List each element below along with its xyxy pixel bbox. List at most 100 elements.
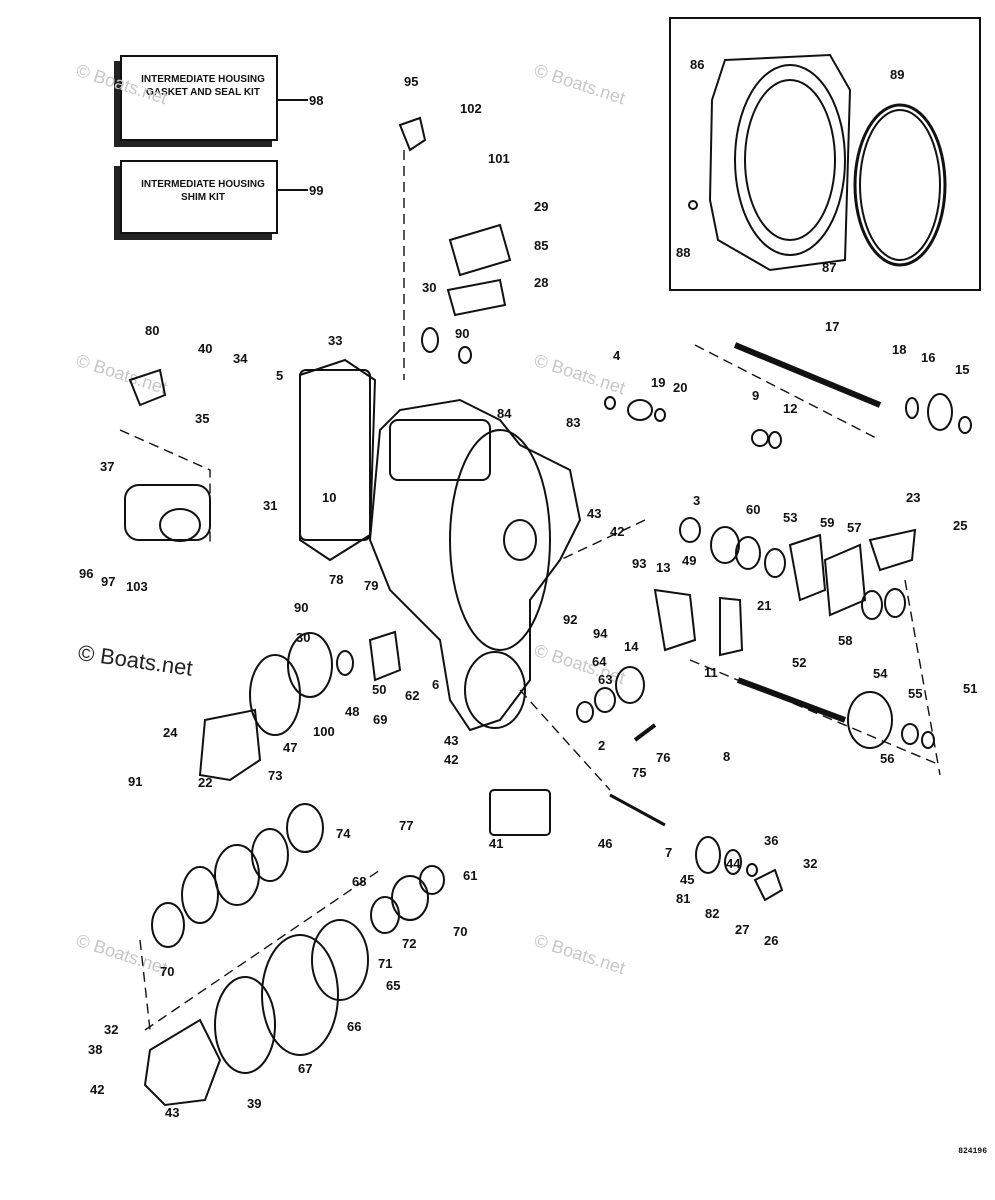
callout: 42 xyxy=(444,752,458,767)
gasket-seal-kit-box: INTERMEDIATE HOUSING GASKET AND SEAL KIT xyxy=(120,55,278,141)
callout: 54 xyxy=(873,666,888,681)
callout: 70 xyxy=(160,964,174,979)
callout: 68 xyxy=(352,874,366,889)
callout: 10 xyxy=(322,490,336,505)
callout: 2 xyxy=(598,738,605,753)
callout: 41 xyxy=(489,836,503,851)
callout: 55 xyxy=(908,686,922,701)
callout: 30 xyxy=(296,630,310,645)
callout: 32 xyxy=(803,856,817,871)
shim-kit-box: INTERMEDIATE HOUSING SHIM KIT xyxy=(120,160,278,234)
callout: 72 xyxy=(402,936,416,951)
callout: 58 xyxy=(838,633,852,648)
callout: 18 xyxy=(892,342,906,357)
callout: 45 xyxy=(680,872,694,887)
assembly-lines xyxy=(119,150,941,1031)
top-parts-drawing xyxy=(398,116,782,449)
callout: 60 xyxy=(746,502,760,517)
callout: 7 xyxy=(665,845,672,860)
callout: 61 xyxy=(463,868,477,883)
callout: 84 xyxy=(497,406,512,421)
callout: 28 xyxy=(534,275,548,290)
shim-kit-label: INTERMEDIATE HOUSING SHIM KIT xyxy=(141,179,265,203)
callout: 32 xyxy=(104,1022,118,1037)
callout: 63 xyxy=(598,672,612,687)
callout: 25 xyxy=(953,518,967,533)
callout: 13 xyxy=(656,560,670,575)
callout: 76 xyxy=(656,750,670,765)
callout: 90 xyxy=(294,600,308,615)
callout: 65 xyxy=(386,978,400,993)
callout: 39 xyxy=(247,1096,261,1111)
gasket-33-drawing xyxy=(299,358,377,562)
shaft-drawing xyxy=(733,342,972,749)
drawing-number: 824196 xyxy=(958,1147,987,1156)
callout: 37 xyxy=(100,459,114,474)
callout: 44 xyxy=(726,856,741,871)
callout: 3 xyxy=(693,493,700,508)
callout: 6 xyxy=(432,677,439,692)
callout: 34 xyxy=(233,351,248,366)
callout: 73 xyxy=(268,768,282,783)
callout: 83 xyxy=(566,415,580,430)
callout: 40 xyxy=(198,341,212,356)
callout: 35 xyxy=(195,411,209,426)
callout: 38 xyxy=(88,1042,102,1057)
callout: 103 xyxy=(126,579,148,594)
callout: 62 xyxy=(405,688,419,703)
callout: 97 xyxy=(101,574,115,589)
callout: 67 xyxy=(298,1061,312,1076)
trim-pump-drawing xyxy=(124,368,211,542)
exhaust-bellows-drawing xyxy=(688,53,947,272)
callout: 93 xyxy=(632,556,646,571)
callout: 53 xyxy=(783,510,797,525)
callout: 79 xyxy=(364,578,378,593)
callout: 52 xyxy=(792,655,806,670)
gasket-seal-kit-label: INTERMEDIATE HOUSING GASKET AND SEAL KIT xyxy=(141,74,265,98)
callout: 21 xyxy=(757,598,771,613)
callout: 75 xyxy=(632,765,646,780)
callout: 96 xyxy=(79,566,93,581)
callout: 42 xyxy=(90,1082,104,1097)
callouts: 98 99 95 102 101 29 85 28 30 90 33 80 40… xyxy=(79,57,977,1120)
callout: 77 xyxy=(399,818,413,833)
callout: 74 xyxy=(336,826,351,841)
callout: 48 xyxy=(345,704,359,719)
callout: 43 xyxy=(444,733,458,748)
callout: 101 xyxy=(488,151,510,166)
callout: 89 xyxy=(890,67,904,82)
callout: 9 xyxy=(752,388,759,403)
callout: 24 xyxy=(163,725,178,740)
callout: 78 xyxy=(329,572,343,587)
callout: 36 xyxy=(764,833,778,848)
callout: 69 xyxy=(373,712,387,727)
callout: 4 xyxy=(613,348,621,363)
callout: 70 xyxy=(453,924,467,939)
callout: 22 xyxy=(198,775,212,790)
callout: 87 xyxy=(822,260,836,275)
callout: 17 xyxy=(825,319,839,334)
callout: 94 xyxy=(593,626,608,641)
callout: 46 xyxy=(598,836,612,851)
callout: 57 xyxy=(847,520,861,535)
callout: 31 xyxy=(263,498,277,513)
callout: 81 xyxy=(676,891,690,906)
callout: 88 xyxy=(676,245,690,260)
callout: 51 xyxy=(963,681,977,696)
callout: 43 xyxy=(165,1105,179,1120)
callout: 91 xyxy=(128,774,142,789)
callout: 5 xyxy=(276,368,283,383)
callout: 56 xyxy=(880,751,894,766)
callout: 86 xyxy=(690,57,704,72)
callout: 50 xyxy=(372,682,386,697)
callout: 82 xyxy=(705,906,719,921)
callout: 19 xyxy=(651,375,665,390)
callout: 15 xyxy=(955,362,969,377)
callout: 100 xyxy=(313,724,335,739)
callout: 102 xyxy=(460,101,482,116)
shift-linkage-drawing xyxy=(489,588,784,902)
gear-stack-drawing xyxy=(143,630,445,1107)
callout-98: 98 xyxy=(309,93,323,108)
